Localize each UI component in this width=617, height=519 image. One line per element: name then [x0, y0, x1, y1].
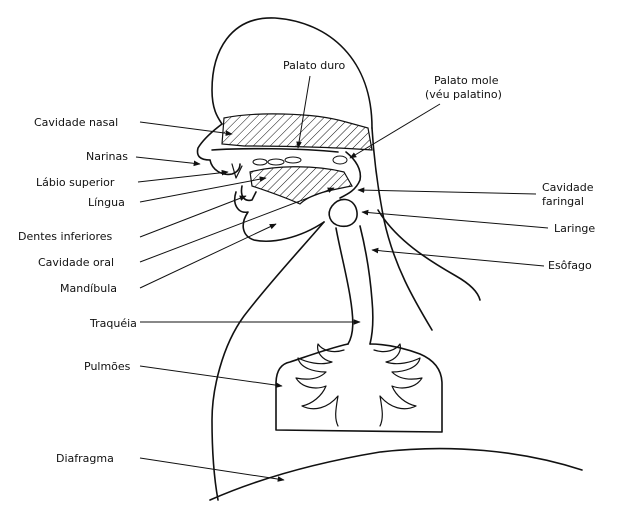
- pharynx-back-wall: [371, 127, 433, 331]
- label-dentes-inferiores: Dentes inferiores: [18, 230, 113, 243]
- larynx: [328, 198, 358, 228]
- label-lingua: Língua: [88, 196, 125, 209]
- label-traqueia: Traquéia: [89, 317, 137, 330]
- label-faringal: faringal: [542, 195, 584, 208]
- label-cavidade-nasal: Cavidade nasal: [34, 116, 118, 129]
- label-labio-superior: Lábio superior: [36, 176, 115, 189]
- label-pulmoes: Pulmões: [84, 360, 131, 373]
- pointer-dentes-inferiores: [139, 195, 247, 238]
- pointer-cavidade-nasal: [139, 121, 233, 136]
- left-bronchi: [295, 343, 345, 427]
- lower-teeth: [240, 185, 257, 202]
- pointer-lingua: [139, 176, 267, 203]
- label-palato-mole: Palato mole: [434, 74, 499, 87]
- pointer-mandibula: [139, 223, 277, 289]
- neck-back: [377, 209, 481, 301]
- label-palato-duro: Palato duro: [283, 59, 345, 72]
- label-esofago: Esôfago: [548, 259, 592, 272]
- diaphragm: [209, 447, 583, 501]
- trachea-left: [335, 227, 354, 345]
- pointer-palato-duro: [296, 75, 311, 149]
- pointer-labio-superior: [137, 169, 229, 183]
- nasal-cavity-region: [221, 113, 373, 151]
- tongue-region: [249, 166, 353, 205]
- palate-bone: [332, 155, 348, 165]
- right-bronchi: [373, 343, 423, 427]
- palate-bone: [284, 156, 302, 164]
- lower-lip-chin: [233, 191, 325, 242]
- pointer-palato-mole: [349, 103, 441, 159]
- trachea-right: [359, 225, 374, 345]
- label-cavidade-oral: Cavidade oral: [38, 256, 114, 269]
- front-neck: [211, 221, 325, 501]
- label-laringe: Laringe: [554, 222, 595, 235]
- pointer-laringe: [361, 209, 549, 229]
- pointer-pulmoes: [139, 365, 283, 388]
- pointer-esofago: [371, 247, 545, 267]
- palate-bone: [252, 158, 268, 166]
- pointer-narinas: [135, 156, 201, 167]
- hard-palate: [211, 147, 339, 153]
- label-veu-palatino: (véu palatino): [425, 88, 502, 101]
- label-narinas: Narinas: [86, 150, 128, 163]
- nose-outline: [196, 123, 223, 161]
- label-cavidade: Cavidade: [542, 181, 594, 194]
- label-diafragma: Diafragma: [56, 452, 114, 465]
- head-outline: [211, 17, 373, 129]
- pointer-cavidade-faringal: [357, 187, 537, 195]
- label-mandibula: Mandíbula: [60, 282, 117, 295]
- pointer-cavidade-oral: [139, 187, 335, 263]
- soft-palate: [339, 151, 362, 199]
- palate-bone: [267, 158, 285, 166]
- lungs-outline: [275, 343, 443, 433]
- upper-tooth: [231, 163, 243, 179]
- pointer-diafragma: [139, 457, 285, 482]
- upper-lip: [209, 159, 241, 176]
